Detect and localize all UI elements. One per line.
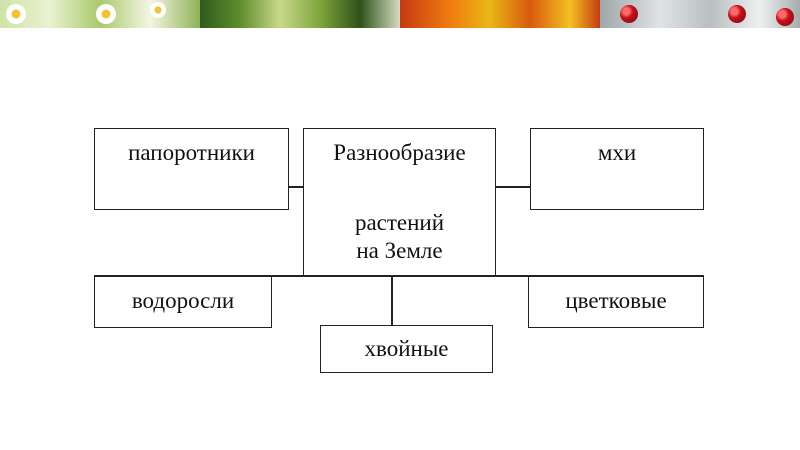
connector-conifers (391, 275, 393, 326)
box-conifers: хвойные (320, 325, 493, 373)
label-ferns: папоротники (95, 141, 288, 164)
center-title-line2: растений (304, 211, 495, 234)
connector-ferns-center (288, 186, 304, 188)
box-center: Разнообразие растений на Земле (303, 128, 496, 276)
box-algae: водоросли (94, 276, 272, 328)
box-flowering: цветковые (528, 276, 704, 328)
box-ferns: папоротники (94, 128, 289, 210)
connector-center-mosses (495, 186, 531, 188)
center-title-line3: на Земле (304, 239, 495, 262)
label-mosses: мхи (531, 141, 703, 164)
box-mosses: мхи (530, 128, 704, 210)
label-conifers: хвойные (321, 337, 492, 360)
center-title-line1: Разнообразие (304, 141, 495, 164)
label-flowering: цветковые (529, 289, 703, 312)
label-algae: водоросли (95, 289, 271, 312)
